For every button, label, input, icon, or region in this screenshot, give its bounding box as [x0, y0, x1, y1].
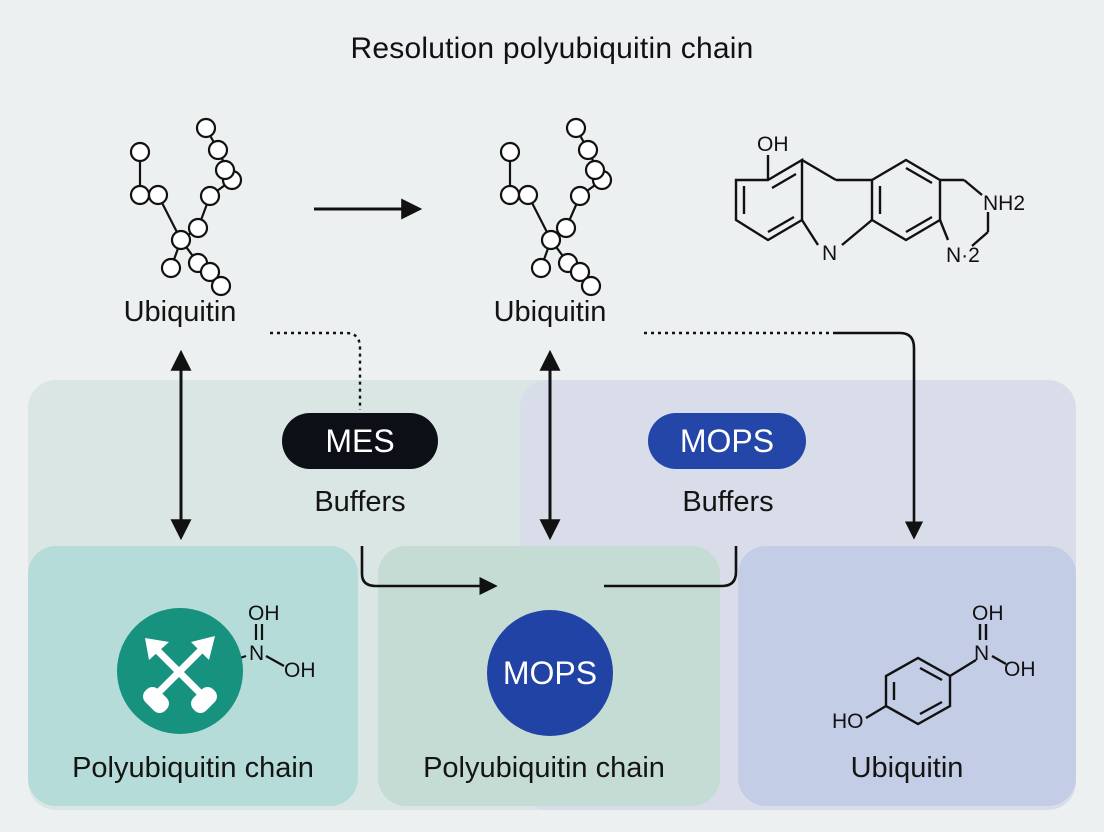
- atom-n-c: N: [974, 642, 989, 665]
- ubiquitin-label-left: Ubiquitin: [123, 296, 237, 328]
- mes-pill: MES: [282, 413, 438, 469]
- atom-nh2: NH2: [983, 192, 1025, 215]
- mops-badge-circle: MOPS: [487, 610, 613, 736]
- crossed-arrows-icon: [143, 636, 217, 713]
- panel-right-label: Ubiquitin: [850, 752, 964, 784]
- atom-oh-d: OH: [1004, 658, 1036, 681]
- diagram-title: Resolution polyubiquitin chain: [350, 32, 754, 65]
- atom-n-ring: N: [822, 242, 837, 265]
- atom-oh-c: OH: [972, 602, 1004, 625]
- atom-oh-top: OH: [757, 133, 789, 156]
- phenol-structure: [865, 624, 1007, 726]
- ubiquitin-structure-middle: [499, 117, 613, 297]
- panel-left-label: Polyubiquitin chain: [72, 752, 314, 784]
- connector-mops-to-middle: [604, 546, 738, 588]
- atom-n-a: N: [249, 642, 264, 665]
- atom-oh-b: OH: [284, 659, 316, 682]
- connector-mes-to-middle: [360, 546, 498, 596]
- mops-pill: MOPS: [648, 413, 806, 469]
- ubiquitin-label-middle: Ubiquitin: [493, 296, 607, 328]
- tricyclic-molecule: [734, 155, 990, 247]
- ubiquitin-structure-left: [129, 117, 243, 297]
- atom-oh-a: OH: [248, 602, 280, 625]
- atom-n2: N·2: [946, 244, 980, 267]
- panel-middle-label: Polyubiquitin chain: [423, 752, 665, 784]
- buffers-caption-right: Buffers: [682, 486, 774, 518]
- buffers-caption-left: Buffers: [314, 486, 406, 518]
- protease-circle: [117, 608, 243, 734]
- atom-ho: HO: [832, 710, 864, 733]
- panel-right: [738, 546, 1076, 806]
- dotted-connector-left: [270, 331, 362, 410]
